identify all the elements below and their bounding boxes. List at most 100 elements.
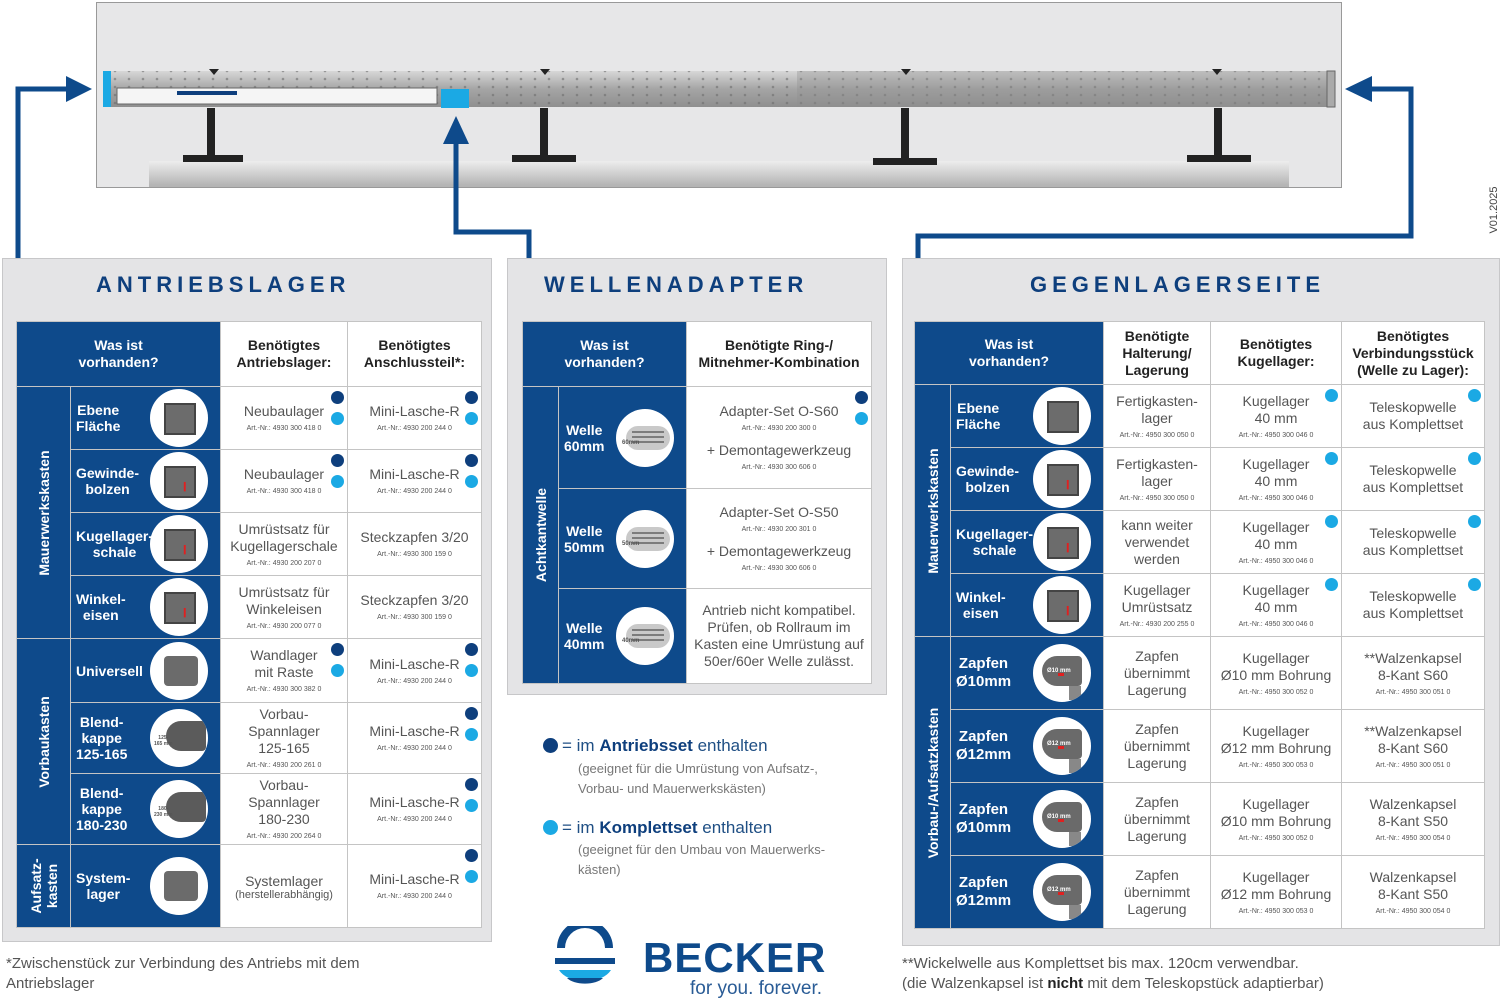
article-number: Art.-Nr.: 4950 300 050 0 — [1119, 431, 1195, 439]
adapter-label: Adapter-Set O-S60 — [719, 403, 839, 419]
pin-marker — [1058, 892, 1064, 895]
ring-mitnehmer-cell: Antrieb nicht kompatibel.Prüfen, ob Roll… — [686, 588, 872, 684]
article-number: Art.-Nr.: 4930 200 244 0 — [377, 677, 452, 685]
wall-plate-shape — [164, 529, 196, 561]
article-number: Art.-Nr.: 4930 300 159 0 — [377, 614, 452, 621]
antriebsset-dot — [331, 643, 344, 656]
komplettset-dot — [1325, 452, 1338, 465]
threaded-bolt-icon: ❙ — [1033, 450, 1091, 508]
article-number: Art.-Nr.: 4950 300 053 0 — [1238, 761, 1314, 769]
pin-stem — [1069, 905, 1081, 919]
gegenlager-title: GEGENLAGERSEITE — [1030, 272, 1326, 297]
mount-marker: ❙ — [1064, 542, 1072, 552]
group-label: Vorbaukasten — [16, 638, 71, 845]
article-number: Art.-Nr.: 4930 200 207 0 — [246, 559, 322, 567]
article-number: Art.-Nr.: 4930 300 159 0 — [377, 551, 452, 558]
mount-marker: ❙ — [181, 481, 189, 491]
kugellager-cell-dots — [1325, 452, 1338, 473]
komplettset-dot — [331, 412, 344, 425]
verbindung-cell-dots — [1468, 452, 1481, 473]
komplettset-dot — [1325, 389, 1338, 402]
group-label-text: Aufsatz-kasten — [27, 858, 60, 914]
shaft-groove — [632, 541, 664, 544]
anschlussteil-cell-dots — [465, 778, 478, 820]
shaft-groove — [632, 531, 664, 534]
pin-marker — [1058, 819, 1064, 822]
pin-10mm-icon: Ø10 mm — [1033, 790, 1091, 848]
anschlussteil-cell-dots — [465, 849, 478, 891]
row-label-text: Winkel-eisen — [76, 591, 126, 623]
group-label-text: Vorbau-/Aufsatzkasten — [924, 707, 941, 858]
shaft-size-label: 60mm — [622, 439, 640, 446]
anschlussteil-cell-label: Steckzapfen 3/20 — [360, 529, 469, 545]
pin-diameter-label: Ø10 mm — [1047, 668, 1071, 674]
row-label-text: Kugellager-schale — [956, 526, 1034, 558]
anschlussteil-cell-label: Mini-Lasche-R — [369, 794, 460, 810]
antriebsset-dot — [465, 849, 478, 862]
threaded-bolt-icon: ❙ — [150, 452, 208, 510]
tool-label: + Demontagewerkzeug — [706, 442, 852, 458]
anschlussteil-cell-label: Mini-Lasche-R — [369, 466, 460, 482]
shaft-shape — [626, 526, 670, 551]
row-label-text: Gewinde-bolzen — [76, 465, 140, 497]
adapter-label: Antrieb nicht kompatibel.Prüfen, ob Roll… — [694, 602, 864, 669]
mount-marker: ❙ — [181, 544, 189, 554]
header-ring-mitnehmer: Benötigte Ring-/Mitnehmer-Kombination — [686, 321, 872, 387]
ring-mitnehmer-dots — [855, 391, 868, 433]
antriebsset-dot — [331, 391, 344, 404]
end-cap-shape — [1042, 656, 1082, 686]
row-label-text: Gewinde-bolzen — [956, 463, 1020, 495]
komplettset-dot — [855, 412, 868, 425]
komplettset-dot — [1325, 515, 1338, 528]
shaft-size-label: 50mm — [622, 540, 640, 547]
anschlussteil-cell-label: Mini-Lasche-R — [369, 871, 460, 887]
pin-stem — [1069, 832, 1081, 846]
antriebsset-dot — [465, 454, 478, 467]
version-label: V01.2025 — [1488, 186, 1500, 234]
row-label: System-lager — [70, 844, 221, 928]
end-cap-shape — [1042, 729, 1082, 759]
